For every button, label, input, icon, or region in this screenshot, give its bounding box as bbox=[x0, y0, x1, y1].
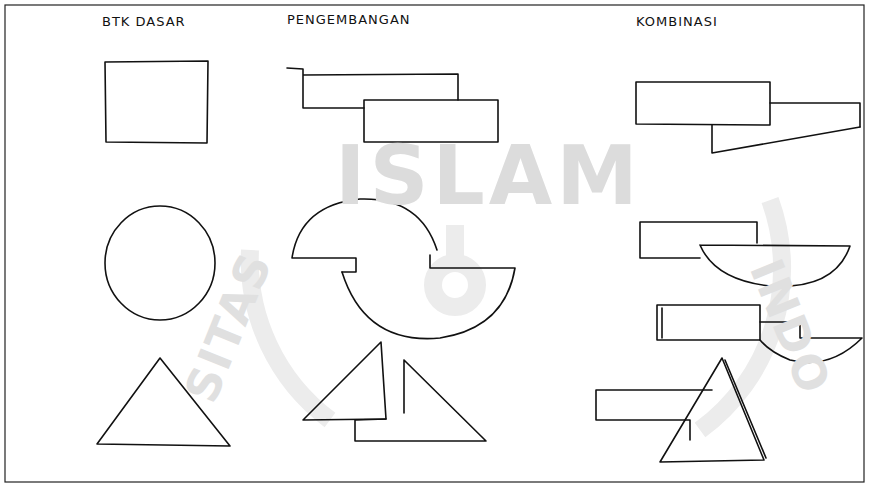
triangle-shape bbox=[660, 358, 766, 462]
rect-extension bbox=[770, 103, 860, 127]
rect-shape bbox=[657, 305, 760, 340]
rect-shape bbox=[636, 82, 770, 125]
frame-border bbox=[5, 5, 864, 482]
triangle-shape bbox=[355, 360, 486, 441]
wedge-shape bbox=[712, 125, 860, 153]
watermark-text: ISLAM bbox=[335, 128, 642, 223]
watermark-stem bbox=[446, 225, 464, 265]
square-shape bbox=[105, 61, 208, 143]
rect-shape bbox=[287, 68, 458, 108]
column-heading: BTK DASAR bbox=[102, 14, 186, 29]
rect-shape bbox=[640, 222, 757, 258]
circle-shape bbox=[105, 206, 215, 320]
half-circle-shape bbox=[342, 255, 515, 339]
column-heading: KOMBINASI bbox=[636, 14, 718, 29]
watermark-dot bbox=[433, 263, 477, 307]
rect-shape bbox=[596, 390, 712, 440]
watermark-logo bbox=[250, 200, 782, 430]
column-heading: PENGEMBANGAN bbox=[287, 12, 411, 27]
triangle-shape bbox=[303, 342, 386, 420]
